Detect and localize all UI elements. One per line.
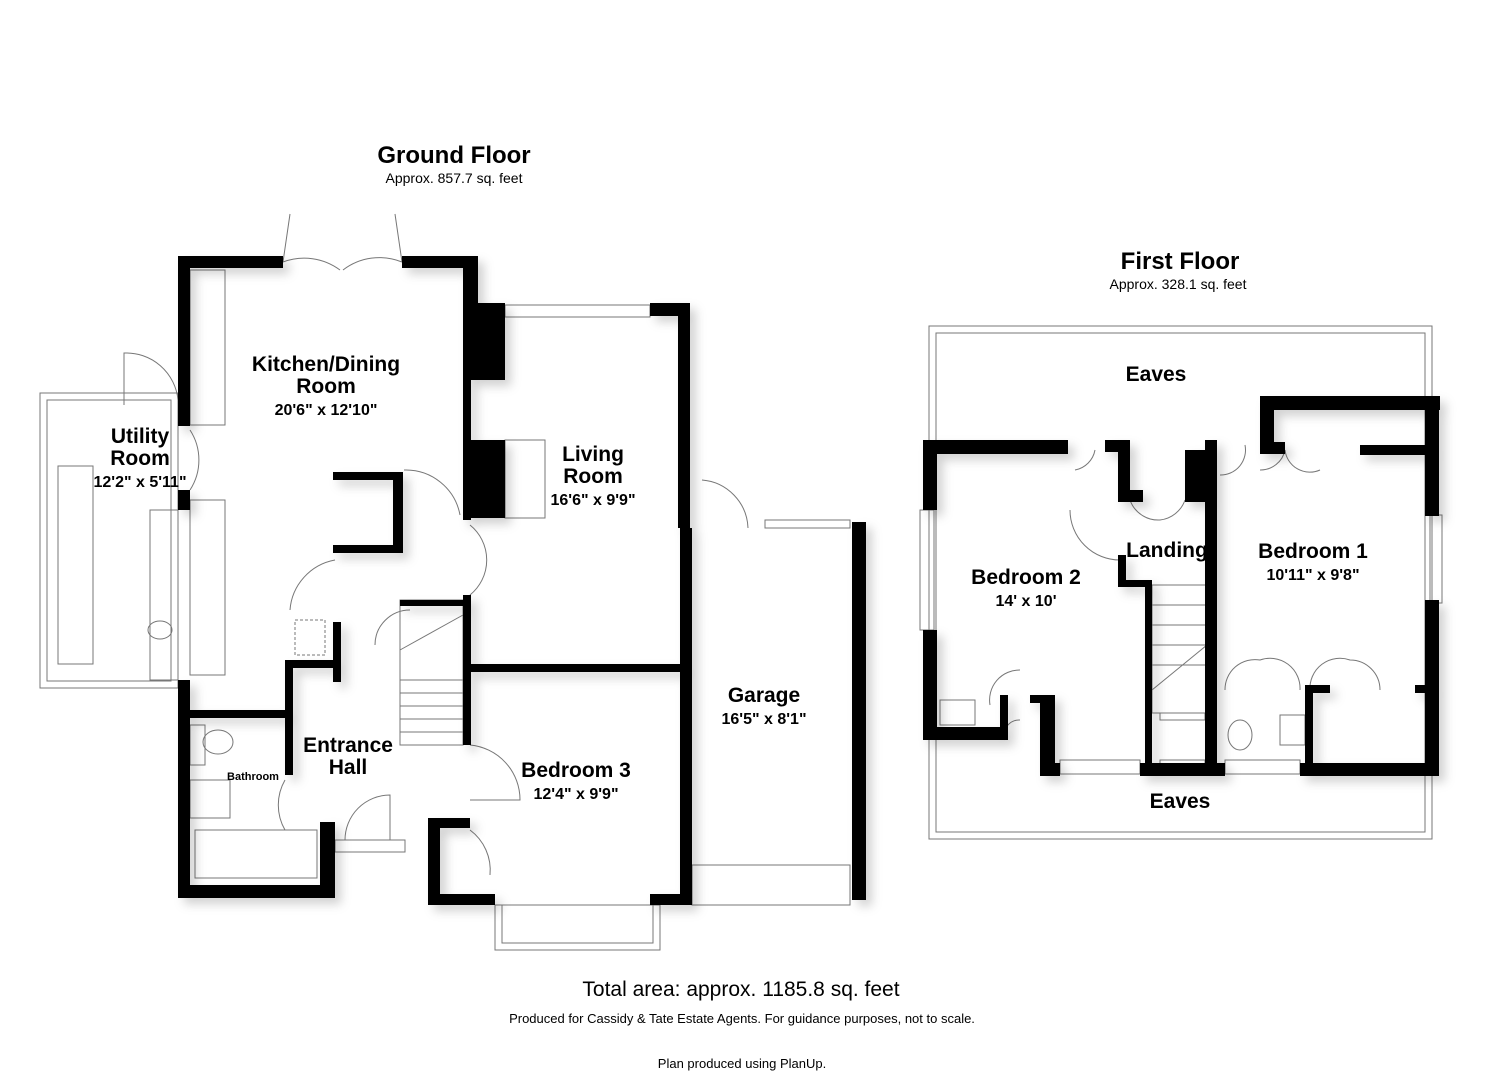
first-floor-walls: [923, 396, 1440, 776]
bathroom-label: Bathroom: [227, 771, 279, 783]
landing-label: Landing: [1126, 539, 1208, 562]
ground-floor-title: Ground Floor: [377, 142, 531, 169]
first-floor-title: First Floor: [1120, 248, 1240, 275]
total-area: Total area: approx. 1185.8 sq. feet: [582, 978, 900, 1001]
produced-for-note: Produced for Cassidy & Tate Estate Agent…: [509, 1011, 975, 1026]
produced-using-note: Plan produced using PlanUp.: [657, 1056, 827, 1071]
eaves-bottom-label: Eaves: [1149, 790, 1211, 813]
ground-floor-area: Approx. 857.7 sq. feet: [385, 170, 523, 186]
eaves-top-label: Eaves: [1125, 363, 1187, 386]
ground-floor-fixtures: [39, 213, 851, 951]
first-floor-area: Approx. 328.1 sq. feet: [1109, 276, 1247, 292]
ground-floor-walls: [178, 256, 866, 905]
